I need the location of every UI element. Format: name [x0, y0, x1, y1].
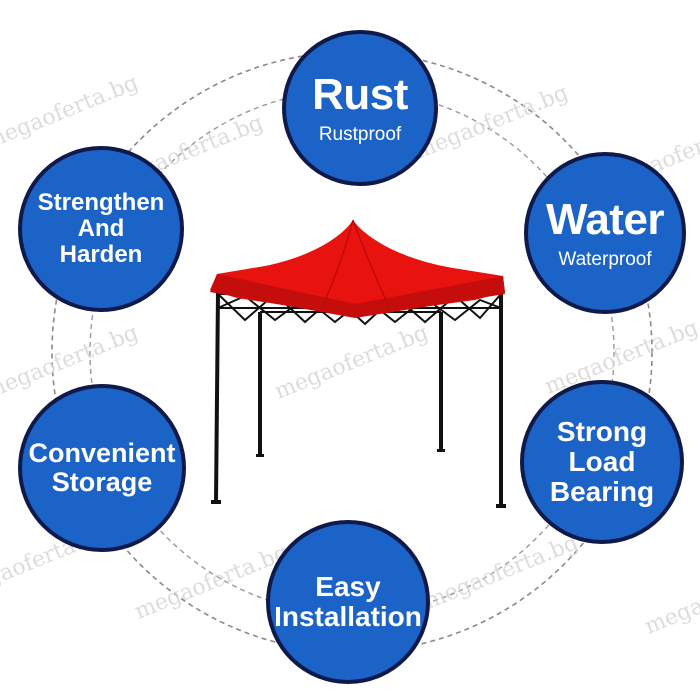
badge-line: And — [77, 215, 125, 243]
badge-line: Storage — [51, 467, 153, 497]
badge-line: Load — [568, 445, 636, 477]
canopy-seam — [322, 219, 354, 307]
badge-line: Installation — [274, 601, 422, 632]
canopy-roof — [210, 220, 505, 316]
easy-installation-badge: Easy Installation — [266, 520, 430, 684]
tent-foot — [211, 500, 221, 504]
rust-badge-title: Rust — [312, 69, 408, 119]
tent-foot — [496, 504, 506, 508]
tent-foot — [256, 454, 264, 457]
water-badge: Water Waterproof — [524, 152, 686, 314]
badge-line: Strong — [556, 415, 648, 447]
water-badge-subtitle: Waterproof — [558, 248, 652, 270]
badge-line: Easy — [315, 570, 381, 602]
canopy-valance — [210, 274, 505, 318]
badge-line: Bearing — [549, 476, 655, 508]
canopy-tent-image — [210, 219, 506, 508]
canopy-seam — [352, 219, 391, 309]
water-badge-title: Water — [545, 194, 665, 244]
tent-leg — [214, 291, 220, 503]
badge-line: Harden — [59, 240, 143, 268]
badge-line: Strengthen — [37, 189, 165, 217]
convenient-storage-badge: Convenient Storage — [18, 384, 186, 552]
strong-load-bearing-badge: Strong Load Bearing — [520, 380, 684, 544]
rust-badge-subtitle: Rustproof — [318, 123, 402, 145]
rust-badge: Rust Rustproof — [282, 30, 438, 186]
badge-line: Convenient — [28, 437, 176, 468]
strengthen-and-harden-badge: Strengthen And Harden — [18, 146, 184, 312]
tent-foot — [437, 449, 445, 452]
